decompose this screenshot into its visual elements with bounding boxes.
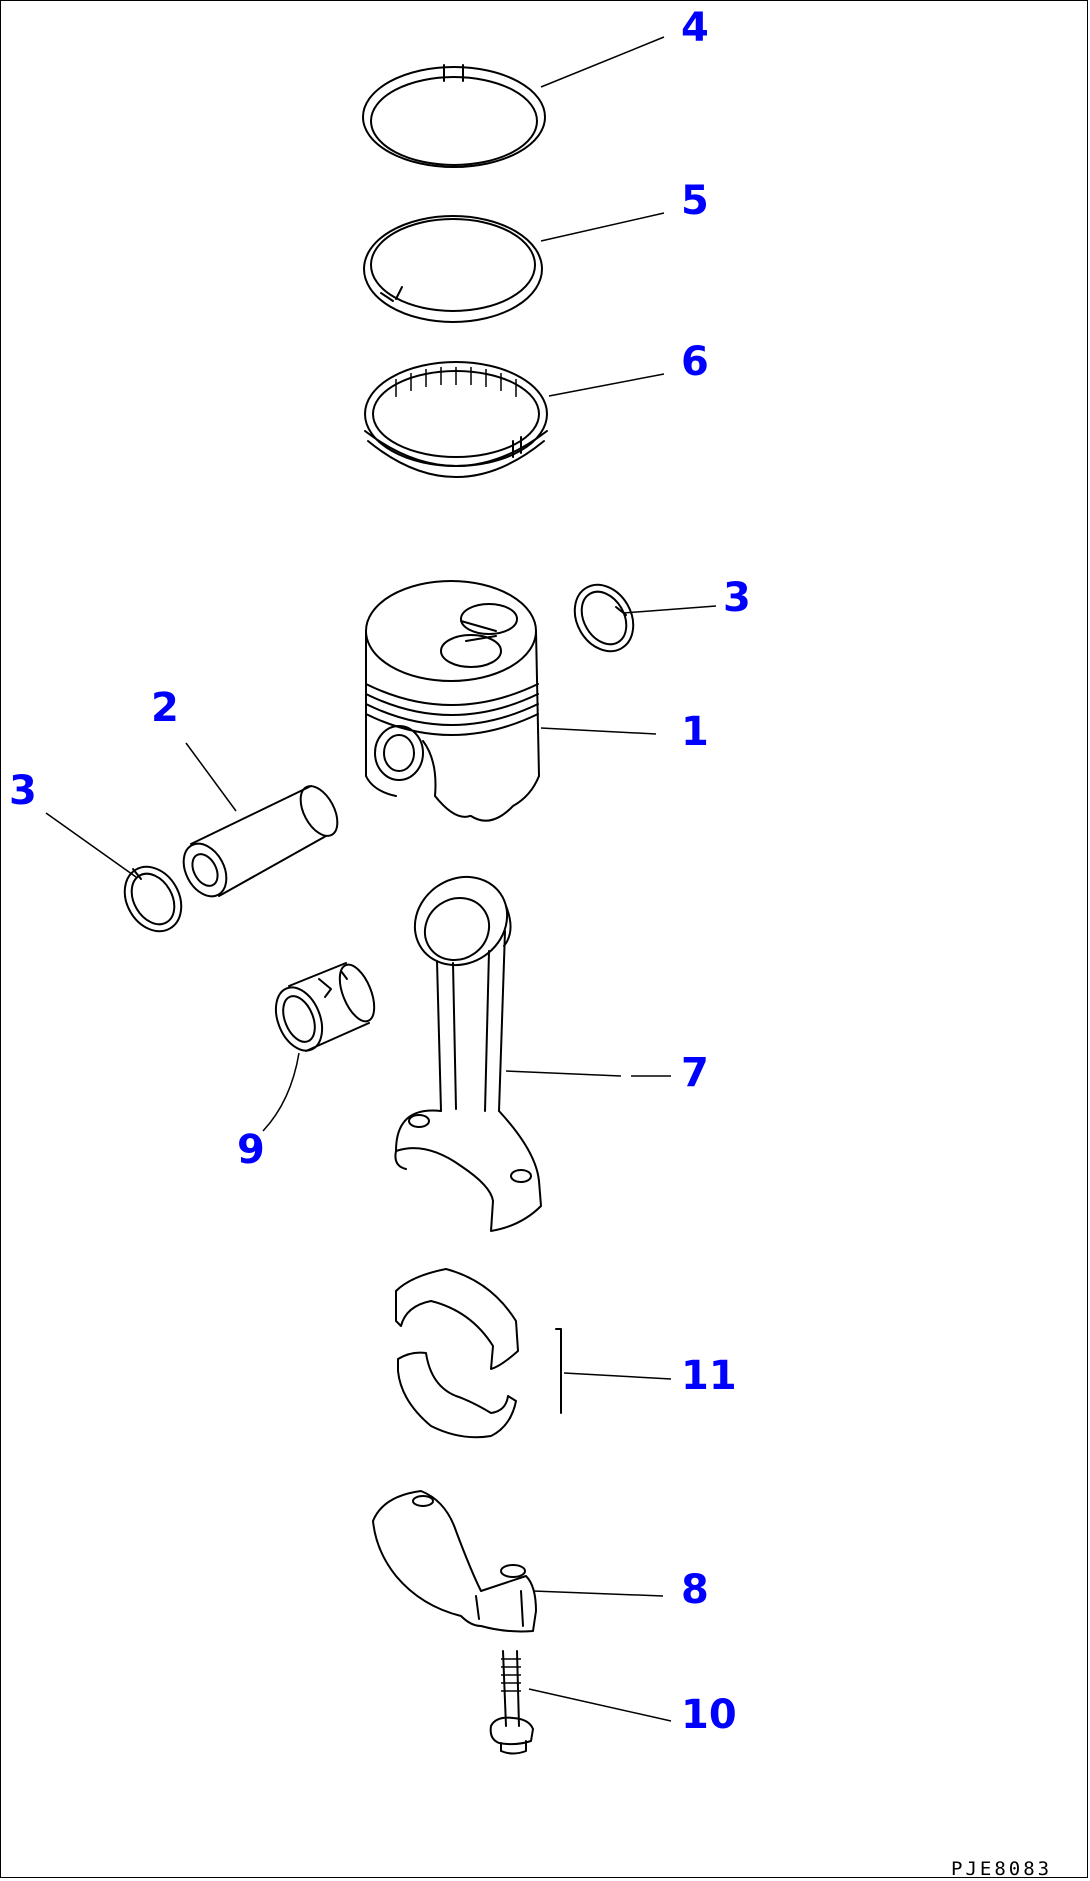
callout-4: 4	[681, 5, 709, 51]
callout-1: 1	[681, 709, 709, 755]
callout-5: 5	[681, 178, 709, 224]
drawing-code: PJE8083	[951, 1858, 1052, 1880]
connecting-rod-part-7	[394, 875, 542, 1232]
snap-ring-part-3-left	[123, 865, 183, 933]
callout-10: 10	[681, 1692, 737, 1738]
bolt-part-10	[489, 1650, 534, 1755]
piston-pin-part-2	[182, 785, 339, 898]
callout-labels: 4 5 6 3 1 2 3 7 9 11 8 10	[9, 5, 751, 1738]
callout-6: 6	[681, 339, 709, 385]
snap-ring-part-3-right	[573, 583, 635, 653]
ring-part-4	[362, 64, 546, 168]
oil-ring-part-6	[364, 361, 548, 478]
piston-part-1	[365, 580, 540, 822]
leader-lines	[45, 36, 717, 1722]
callout-9: 9	[237, 1127, 265, 1173]
rod-cap-part-8	[372, 1490, 537, 1633]
callout-3-right: 3	[723, 575, 751, 621]
callout-3-left: 3	[9, 768, 37, 814]
ring-part-5	[363, 215, 543, 323]
callout-7: 7	[681, 1050, 709, 1096]
bearing-shells-part-11	[395, 1268, 562, 1439]
callout-11: 11	[681, 1353, 737, 1399]
callout-8: 8	[681, 1567, 709, 1613]
bushing-part-9	[274, 962, 376, 1052]
callout-2: 2	[151, 685, 179, 731]
